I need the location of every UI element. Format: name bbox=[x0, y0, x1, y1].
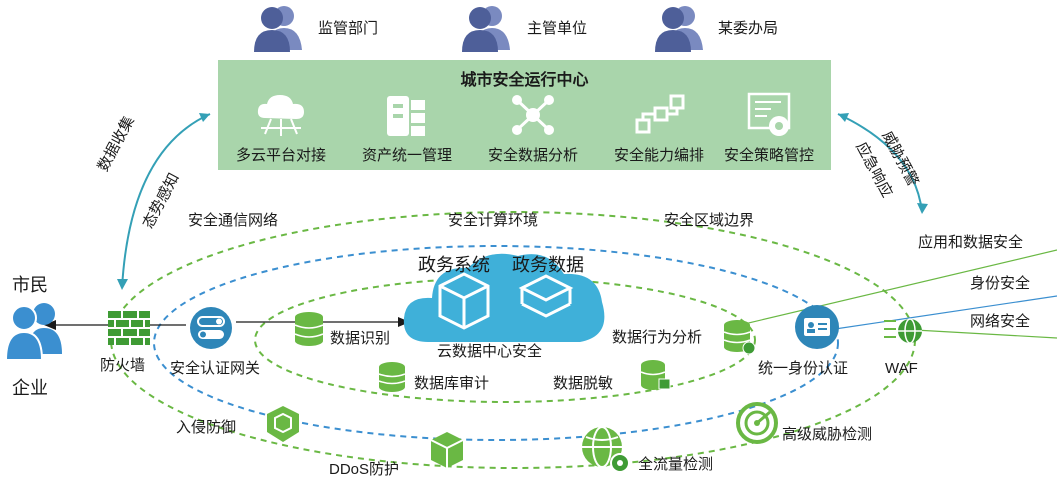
app-data-line bbox=[739, 249, 1057, 326]
database-icon bbox=[294, 312, 324, 346]
database-icon bbox=[723, 320, 756, 355]
operations-center-title: 城市安全运行中心 bbox=[460, 72, 589, 89]
ddos-label: DDoS防护 bbox=[329, 461, 400, 478]
shield-cube-icon bbox=[267, 406, 299, 442]
cloud-icon bbox=[403, 253, 605, 342]
people-icon bbox=[254, 6, 302, 52]
database-lock-icon bbox=[640, 360, 671, 390]
network-line bbox=[914, 329, 1057, 339]
cloud-security-label: 云数据中心安全 bbox=[437, 343, 543, 360]
intrusion-node bbox=[263, 404, 303, 449]
module-analysis: 安全数据分析 bbox=[472, 90, 594, 165]
firewall-node bbox=[108, 311, 150, 350]
data-identify-label: 数据识别 bbox=[330, 330, 391, 347]
role-regulator-label: 监管部门 bbox=[318, 20, 379, 37]
auth-gateway-label: 安全认证网关 bbox=[170, 360, 261, 377]
data-mask-node bbox=[638, 358, 672, 397]
operations-center: 城市安全运行中心 多云平台对接 资产统一管理 bbox=[218, 60, 831, 170]
asset-management-icon bbox=[387, 96, 425, 136]
identity-line bbox=[834, 295, 1057, 330]
behavior-node bbox=[721, 318, 757, 361]
citizen-label: 市民 bbox=[12, 275, 48, 295]
module-policy: 安全策略管控 bbox=[708, 90, 830, 165]
traffic-label: 全流量检测 bbox=[638, 456, 714, 473]
cube-defense-icon bbox=[430, 432, 464, 468]
module-multicloud-label: 多云平台对接 bbox=[235, 147, 326, 164]
people-icon bbox=[655, 6, 703, 52]
unified-auth-label: 统一身份认证 bbox=[758, 360, 849, 377]
intrusion-label: 入侵防御 bbox=[176, 419, 237, 436]
role-regulator bbox=[252, 4, 304, 57]
people-icon bbox=[462, 6, 510, 52]
module-analysis-label: 安全数据分析 bbox=[487, 147, 578, 164]
people-icon bbox=[4, 303, 62, 361]
waf-globe-icon bbox=[884, 318, 922, 344]
role-authority bbox=[460, 4, 512, 57]
ring-outer-label: 安全通信网络 bbox=[188, 212, 279, 229]
globe-gear-icon bbox=[582, 426, 630, 473]
ddos-node bbox=[425, 428, 469, 477]
layer-app-data-label: 应用和数据安全 bbox=[918, 234, 1024, 251]
layer-identity-label: 身份安全 bbox=[970, 275, 1031, 292]
role-authority-label: 主管单位 bbox=[527, 20, 588, 37]
ring-inner-label: 安全区域边界 bbox=[664, 212, 755, 229]
behavior-label: 数据行为分析 bbox=[612, 329, 703, 346]
module-policy-label: 安全策略管控 bbox=[723, 147, 814, 164]
module-multicloud: 多云平台对接 bbox=[220, 90, 342, 165]
data-analysis-icon bbox=[512, 95, 554, 135]
cloud-network-icon bbox=[257, 95, 304, 136]
apt-label: 高级威胁检测 bbox=[782, 426, 873, 443]
data-mask-label: 数据脱敏 bbox=[553, 375, 614, 392]
ring-middle-label: 安全计算环境 bbox=[448, 212, 539, 229]
radar-icon bbox=[736, 402, 778, 444]
firewall-icon bbox=[108, 311, 150, 345]
firewall-label: 防火墙 bbox=[100, 357, 146, 374]
apt-node bbox=[736, 402, 778, 449]
module-orchestration: 安全能力编排 bbox=[598, 90, 720, 165]
orchestration-icon bbox=[635, 94, 685, 134]
waf-node bbox=[884, 315, 924, 352]
data-identify-node bbox=[290, 310, 328, 353]
id-card-icon bbox=[795, 305, 839, 349]
db-audit-node bbox=[375, 360, 409, 399]
cloud-datacenter bbox=[398, 246, 614, 363]
gov-data-label: 政务数据 bbox=[512, 255, 584, 275]
database-icon bbox=[378, 362, 406, 392]
unified-auth-node bbox=[794, 304, 840, 355]
policy-control-icon bbox=[747, 92, 791, 136]
gov-system-label: 政务系统 bbox=[418, 255, 490, 275]
layer-network-label: 网络安全 bbox=[970, 313, 1031, 330]
users-icon bbox=[4, 300, 64, 365]
auth-gateway-node bbox=[189, 306, 233, 355]
role-bureau-label: 某委办局 bbox=[718, 20, 779, 37]
waf-label: WAF bbox=[885, 360, 918, 377]
enterprise-label: 企业 bbox=[12, 378, 48, 398]
db-audit-label: 数据库审计 bbox=[414, 375, 490, 392]
toggle-gateway-icon bbox=[190, 307, 232, 349]
module-orchestration-label: 安全能力编排 bbox=[613, 147, 704, 164]
left-curved-arrow bbox=[121, 113, 211, 289]
traffic-node bbox=[580, 425, 632, 480]
module-assets: 资产统一管理 bbox=[346, 90, 468, 165]
right-curved-arrow bbox=[837, 113, 923, 213]
module-assets-label: 资产统一管理 bbox=[361, 147, 452, 164]
role-bureau bbox=[653, 4, 705, 57]
middle-ring bbox=[153, 245, 839, 441]
